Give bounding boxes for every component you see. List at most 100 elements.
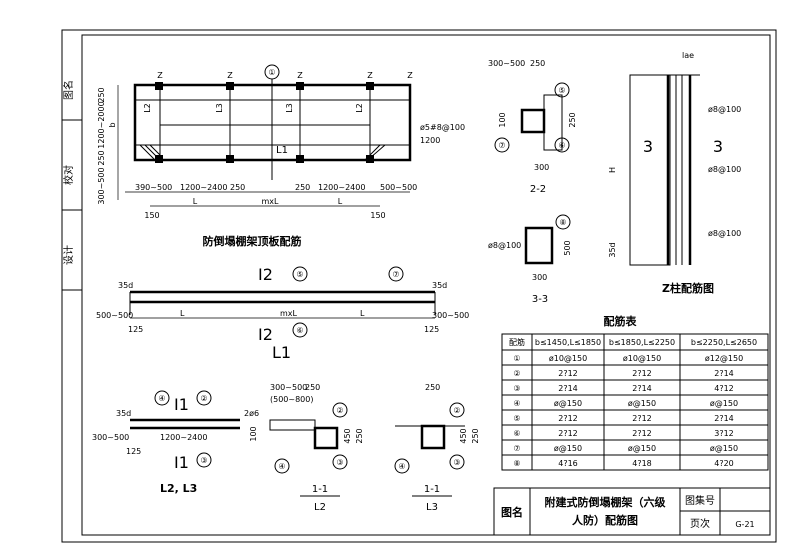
roof-dim-left-5: 300~500 <box>97 167 106 204</box>
zcol-dim-35d: 35d <box>608 242 617 257</box>
table-cell: ⑥ <box>513 429 520 438</box>
s11a-dim-6: 450 <box>343 428 352 443</box>
l1-section-mark-bottom: I2 <box>258 325 273 344</box>
zcol-rebar-3: ø8@100 <box>708 229 741 238</box>
beam-label-l3a: L3 <box>215 103 224 113</box>
l1-dim-5: mxL <box>280 309 298 318</box>
s22-callout-5: ⑤ <box>558 86 565 95</box>
table-cell: 2?12 <box>632 414 652 423</box>
zcol-rebar-1: ø8@100 <box>708 105 741 114</box>
table-row-5: ⑤ 2?12 2?12 2?14 <box>513 414 733 423</box>
table-row-4: ④ ø@150 ø@150 ø@150 <box>513 399 738 408</box>
table-row-2: ② 2?12 2?12 2?14 <box>513 369 733 378</box>
l2l3-dim-2: 300~500 <box>92 433 129 442</box>
roof-dim-top-4: 250 <box>295 183 310 192</box>
beam-label-l2b: L2 <box>355 103 364 113</box>
roof-dim-top-1: 390~500 <box>135 183 172 192</box>
l2l3-dim-3: 1200~2400 <box>160 433 207 442</box>
section-2-2: ⑤ ⑦ ⑥ 300~500 250 100 250 300 2-2 <box>488 59 577 195</box>
table-cell: ① <box>513 354 520 363</box>
s33-callout-8: ⑧ <box>559 218 566 227</box>
roof-dim-left-4: b <box>108 122 117 127</box>
zcol-section-right: 3 <box>713 137 723 156</box>
roof-dim-bot-2: L <box>193 197 198 206</box>
table-cell: ø@150 <box>710 444 738 453</box>
l1-dim-3: 125 <box>128 325 143 334</box>
beam-label-l1: L1 <box>276 145 288 156</box>
s11b-dim-2: 450 <box>459 428 468 443</box>
table-cell: 2?14 <box>632 384 652 393</box>
roof-dim-top-3: 250 <box>230 183 245 192</box>
s33-dim-1: 500 <box>563 240 572 255</box>
table-cell: ⑦ <box>513 444 520 453</box>
s11a-callout-3: ③ <box>336 458 343 467</box>
table-cell: ø12@150 <box>705 354 743 363</box>
s11a-dim-5: 100 <box>249 426 258 441</box>
table-header-2: b≤1850,L≤2250 <box>609 338 675 347</box>
s11b-dim-3: 250 <box>471 428 480 443</box>
l2l3-callout-4: ④ <box>158 394 165 403</box>
l1-callout-7: ⑦ <box>392 270 399 279</box>
section-1-1-l2: ② ④ ③ 300~500 250 (500~800) 2ø6 100 450 … <box>244 383 364 513</box>
table-cell: 2?12 <box>632 429 652 438</box>
l1-dim-8: 300~500 <box>432 311 469 320</box>
s11a-dim-1: 300~500 <box>270 383 307 392</box>
col-mark-4: Z <box>367 71 373 80</box>
rebar-table-title: 配筋表 <box>604 314 638 328</box>
s11a-dim-2: 250 <box>305 383 320 392</box>
l1-callout-5: ⑤ <box>296 270 303 279</box>
s11a-subtitle: L2 <box>314 502 326 513</box>
s11b-subtitle: L3 <box>426 502 438 513</box>
roof-plan-title: 防倒塌棚架顶板配筋 <box>203 234 302 248</box>
roof-rebar-note-1: ø5#8@100 <box>420 123 465 132</box>
inner-frame <box>81 34 771 536</box>
zcol-title: Z柱配筋图 <box>662 281 714 295</box>
side-panel: 图名 校对 设计 <box>62 80 82 291</box>
table-cell: ⑤ <box>513 414 520 423</box>
l2l3-title: L2, L3 <box>160 482 197 495</box>
title-block-name-1: 附建式防倒塌棚架（六级 <box>545 495 667 509</box>
title-block-name-2: 人防）配筋图 <box>572 513 638 527</box>
s11b-callout-2: ② <box>453 406 460 415</box>
col-mark-3: Z <box>297 71 303 80</box>
table-cell: ø@150 <box>554 399 582 408</box>
side-cell-2: 校对 <box>62 165 75 185</box>
zcol-dim-h: H <box>608 167 617 173</box>
table-cell: ø@150 <box>710 399 738 408</box>
roof-plan: Z Z Z Z Z L2 L3 L3 L2 L1 ① ø5#8@100 1200… <box>97 64 465 248</box>
title-block-page-value: G-21 <box>735 520 754 529</box>
l1-title: L1 <box>272 343 291 362</box>
rebar-table: 配筋表 配筋 b≤1450,L≤1850 b≤1850,L≤2250 b≤225… <box>501 314 769 471</box>
section-3-3: ⑧ ø8@100 500 300 3-3 <box>488 214 572 305</box>
l1-dim-1: 35d <box>118 281 133 290</box>
s33-dim-2: 300 <box>532 273 547 282</box>
col-mark-5: Z <box>407 71 413 80</box>
s11a-callout-2: ② <box>336 406 343 415</box>
l1-dim-4: L <box>180 309 185 318</box>
roof-dim-left-3: 250 <box>97 150 106 165</box>
s22-callout-7: ⑦ <box>498 141 505 150</box>
roof-dim-bot-4: L <box>338 197 343 206</box>
s11a-dim-3: (500~800) <box>270 395 313 404</box>
l2l3-dim-4: 125 <box>126 447 141 456</box>
l2l3-section-top: I1 <box>174 395 189 414</box>
l1-dim-2: 500~500 <box>96 311 133 320</box>
s11a-dim-7: 250 <box>355 428 364 443</box>
s22-title: 2-2 <box>530 184 546 195</box>
table-cell: 2?12 <box>632 369 652 378</box>
table-cell: ø@150 <box>628 444 656 453</box>
roof-dim-bot-1: 150 <box>144 211 159 220</box>
s11a-dim-4: 2ø6 <box>244 409 259 418</box>
s11b-callout-3: ③ <box>453 458 460 467</box>
l1-callout-6: ⑥ <box>296 326 303 335</box>
roof-dim-bot-3: mxL <box>262 197 280 206</box>
table-cell: ② <box>513 369 520 378</box>
s11b-dim-1: 250 <box>425 383 440 392</box>
z-column: lae H 35d ø8@100 ø8@100 ø8@100 3 3 Z柱配筋图 <box>608 51 741 295</box>
sheet-border <box>61 29 777 543</box>
table-row-8: ⑧ 4?16 4?18 4?20 <box>513 459 733 468</box>
l2l3-section-bottom: I1 <box>174 453 189 472</box>
title-block-atlas-label: 图集号 <box>685 494 715 507</box>
roof-dim-top-6: 500~500 <box>380 183 417 192</box>
